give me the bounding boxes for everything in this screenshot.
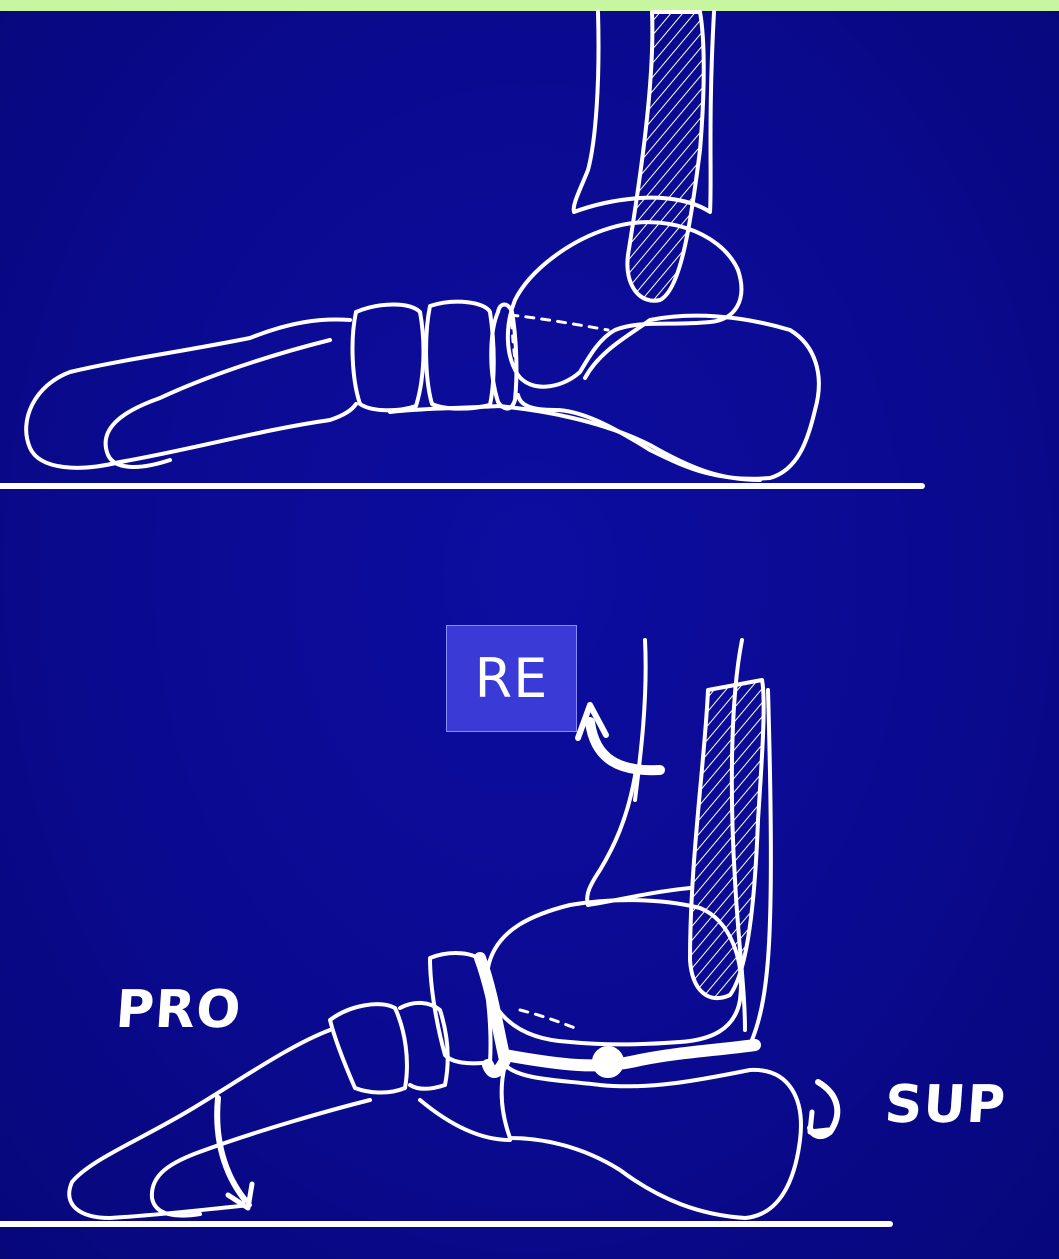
top-talus: [508, 222, 742, 387]
re-label-box: RE: [446, 625, 577, 732]
bottom-subtalar-joint: [505, 1045, 755, 1065]
bottom-fibula: [690, 680, 764, 998]
bottom-tibia: [587, 770, 690, 905]
top-talus-dashed: [510, 315, 608, 330]
bottom-talus-dashed: [520, 1010, 580, 1030]
bottom-cuneiform-2: [330, 1004, 407, 1092]
supination-arrow-head: [810, 1112, 828, 1132]
top-foot-drawing: [0, 12, 922, 486]
bottom-calcaneus: [502, 1065, 801, 1218]
top-plantar: [390, 406, 760, 480]
top-fibula: [627, 12, 703, 301]
pro-label: PRO: [114, 980, 244, 1040]
re-label: RE: [475, 647, 549, 710]
top-cuneiform-1: [426, 302, 494, 409]
pronation-arrow: [217, 1098, 245, 1200]
bottom-plantar: [420, 1100, 510, 1140]
bottom-forefoot-inner: [152, 1100, 370, 1216]
sup-label: SUP: [883, 1075, 1008, 1135]
top-forefoot: [26, 320, 356, 468]
bottom-joint-knob: [594, 1048, 622, 1076]
bottom-foot-drawing: [0, 640, 890, 1224]
top-cuneiform-2: [353, 305, 424, 411]
